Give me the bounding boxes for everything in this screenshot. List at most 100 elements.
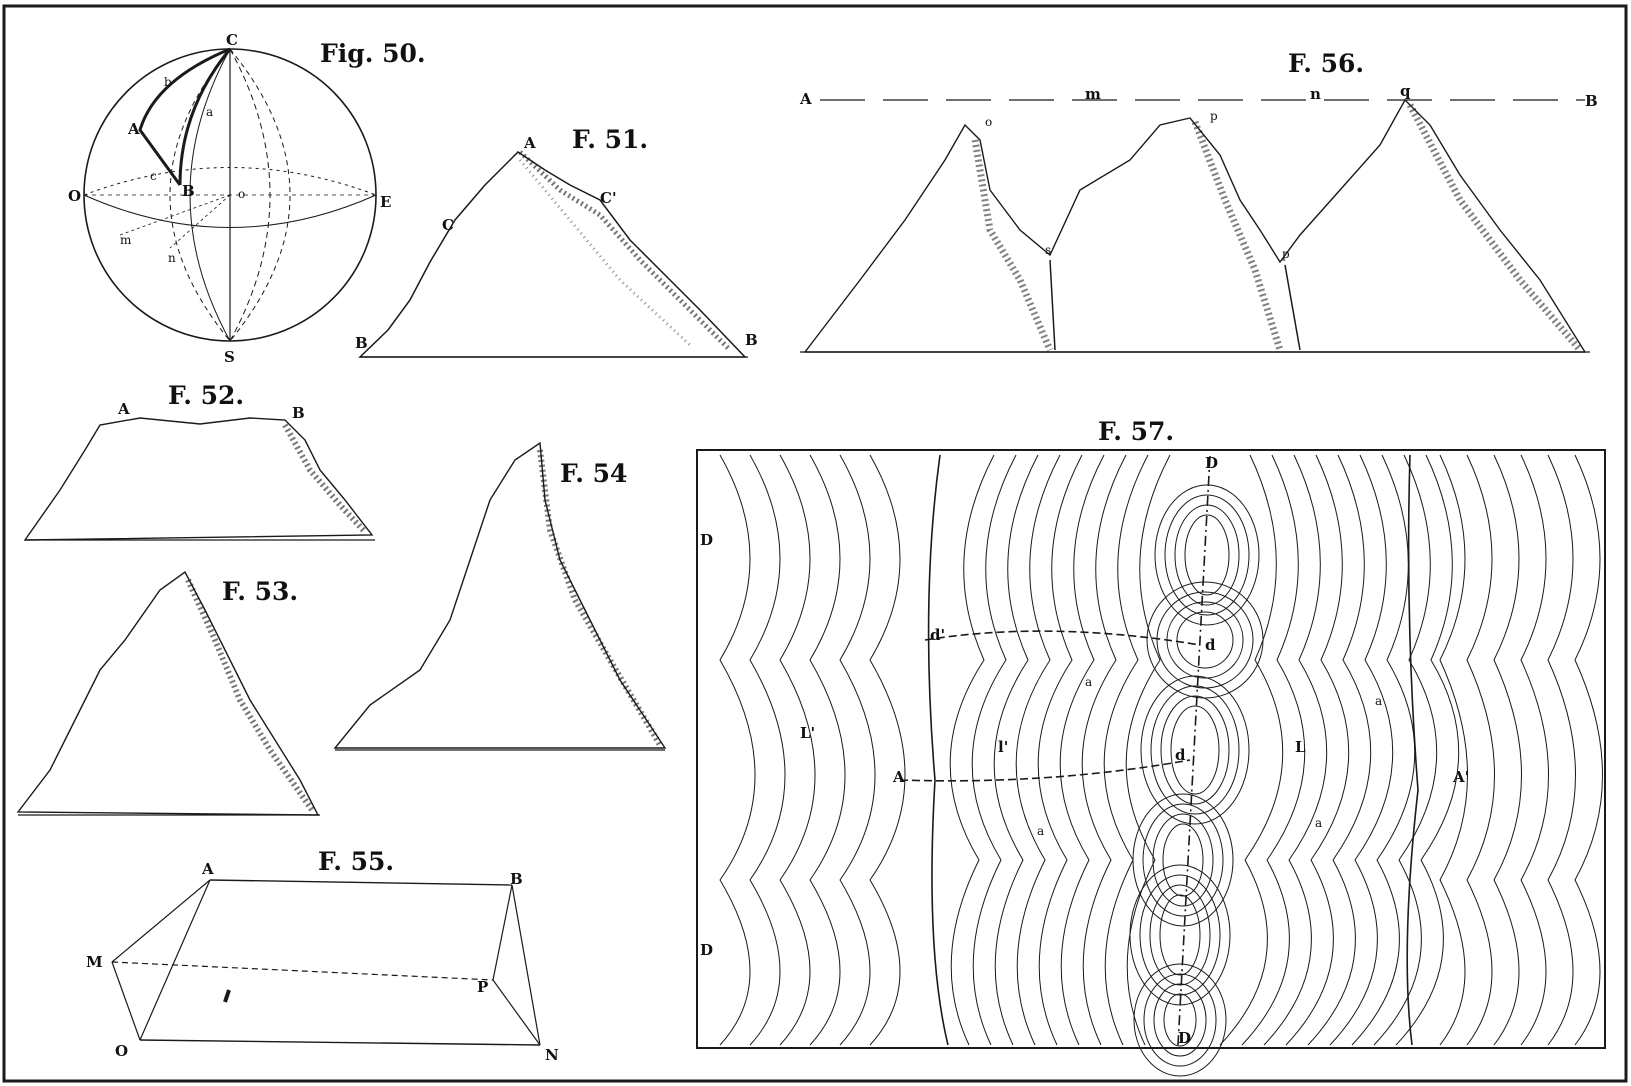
fig52-label-B: B bbox=[292, 404, 305, 422]
fig-52-mountain: A B F. 52. bbox=[23, 381, 375, 541]
fig50-label-b: b bbox=[164, 75, 172, 89]
contour-line bbox=[1351, 454, 1416, 1046]
contour-line bbox=[719, 454, 756, 1046]
contour-line bbox=[1103, 454, 1149, 1046]
contour-line bbox=[1142, 803, 1224, 917]
fig57-label-a-3: a bbox=[1315, 816, 1322, 830]
fig50-label-S: S bbox=[224, 348, 235, 366]
equator-back bbox=[83, 167, 377, 196]
contour-line bbox=[1160, 695, 1230, 805]
fig56-caption: F. 56. bbox=[1288, 49, 1364, 78]
fig55-label-B: B bbox=[510, 870, 523, 888]
contour-line bbox=[1154, 484, 1260, 626]
contour-line bbox=[1285, 454, 1350, 1046]
fig50-label-n: n bbox=[168, 251, 176, 265]
contour-line bbox=[1164, 494, 1250, 616]
contour-line bbox=[1219, 454, 1284, 1046]
contour-line bbox=[1059, 454, 1105, 1046]
fig51-label-B-right: B bbox=[745, 331, 758, 349]
contour-line bbox=[779, 454, 816, 1046]
fig51-label-A: A bbox=[523, 134, 536, 152]
contour-line bbox=[1037, 454, 1083, 1046]
fig-55-prism: A B M P O N F. 55. bbox=[86, 847, 559, 1064]
contour-line bbox=[1184, 514, 1230, 596]
fig56-label-s: s bbox=[1045, 243, 1051, 257]
fig57-label-D-left-bottom: D bbox=[700, 941, 713, 959]
fig52-label-A: A bbox=[117, 400, 130, 418]
fig50-label-O: O bbox=[68, 187, 81, 205]
fig51-label-B: B bbox=[355, 334, 368, 352]
contour-line bbox=[1493, 454, 1522, 1046]
arc-a bbox=[178, 48, 232, 186]
fig-53-mountain: F. 53. bbox=[16, 570, 320, 816]
contour-line bbox=[839, 454, 876, 1046]
fig56-label-p: p bbox=[1210, 109, 1218, 123]
contour-line bbox=[971, 454, 1017, 1046]
fig57-label-d: d bbox=[1205, 636, 1216, 654]
fig-54-mountain: F. 54 bbox=[333, 441, 667, 751]
fig57-label-d-prime: d' bbox=[930, 626, 945, 644]
contour-line bbox=[1466, 454, 1495, 1046]
fig55-label-M: M bbox=[86, 953, 103, 971]
fig55-label-N: N bbox=[545, 1046, 559, 1064]
contour-line bbox=[1132, 793, 1234, 927]
fig50-caption: Fig. 50. bbox=[320, 39, 426, 68]
contour-line bbox=[1307, 454, 1372, 1046]
contour-line bbox=[1163, 993, 1197, 1047]
radius-on bbox=[169, 194, 231, 249]
contour-line bbox=[949, 454, 995, 1046]
fig56-label-o: o bbox=[985, 115, 992, 129]
contour-line bbox=[1153, 983, 1207, 1057]
stream-left bbox=[927, 454, 949, 1046]
contour-line bbox=[1125, 454, 1171, 1046]
fig53-caption: F. 53. bbox=[222, 577, 298, 606]
fig51-label-C-prime: C' bbox=[600, 189, 617, 207]
contour-line bbox=[1015, 454, 1061, 1046]
contour-line bbox=[1156, 591, 1254, 689]
contour-lines bbox=[719, 454, 1603, 1077]
fig50-label-A: A bbox=[127, 120, 140, 138]
contour-line bbox=[1133, 963, 1227, 1077]
fig56-label-m: m bbox=[1085, 85, 1101, 103]
fig52-caption: F. 52. bbox=[168, 381, 244, 410]
contour-line bbox=[1174, 504, 1240, 606]
fig51-caption: F. 51. bbox=[572, 125, 648, 154]
fig57-label-D-top: D bbox=[1205, 454, 1218, 472]
equator-front bbox=[83, 194, 377, 228]
fig56-label-n: n bbox=[1310, 85, 1321, 103]
fig56-label-q: q bbox=[1400, 82, 1411, 100]
fig50-label-o: o bbox=[238, 187, 245, 201]
fig55-label-P: P bbox=[477, 978, 488, 996]
fig56-label-B: B bbox=[1585, 92, 1598, 110]
fig57-label-D-left-top: D bbox=[700, 531, 713, 549]
fig-50-sphere: C A B b a c O o E m n S Fig. 50. bbox=[68, 31, 426, 366]
stream-right bbox=[1406, 454, 1419, 1046]
contour-line bbox=[1395, 454, 1460, 1046]
fig56-label-p-second: p bbox=[1282, 247, 1290, 261]
contour-line bbox=[1150, 685, 1240, 815]
fig56-label-A: A bbox=[799, 90, 812, 108]
contour-line bbox=[1140, 675, 1250, 825]
fig50-label-B: B bbox=[182, 182, 195, 200]
contour-line bbox=[809, 454, 846, 1046]
fig54-caption: F. 54 bbox=[560, 459, 627, 488]
meridian-4 bbox=[229, 48, 291, 342]
contour-line bbox=[1241, 454, 1306, 1046]
contour-line bbox=[1263, 454, 1328, 1046]
fig50-label-E: E bbox=[380, 193, 391, 211]
fig57-label-A-prime: A' bbox=[1452, 768, 1469, 786]
contour-line bbox=[869, 454, 906, 1046]
fig57-label-L: L bbox=[1295, 738, 1306, 756]
fig57-label-A: A bbox=[892, 768, 905, 786]
profile-line-dprime bbox=[924, 630, 1201, 646]
fig50-label-m: m bbox=[120, 233, 132, 247]
contour-line bbox=[1081, 454, 1127, 1046]
contour-line bbox=[749, 454, 786, 1046]
fig57-label-D-bottom: D bbox=[1178, 1029, 1191, 1047]
contour-line bbox=[1439, 454, 1468, 1046]
fig57-caption: F. 57. bbox=[1098, 417, 1174, 446]
fig57-label-l-prime: l' bbox=[998, 738, 1008, 756]
ridge-line-DD bbox=[1177, 455, 1211, 1046]
fig-56-peaks: A m n q B o p s p F. 56. bbox=[799, 49, 1598, 353]
